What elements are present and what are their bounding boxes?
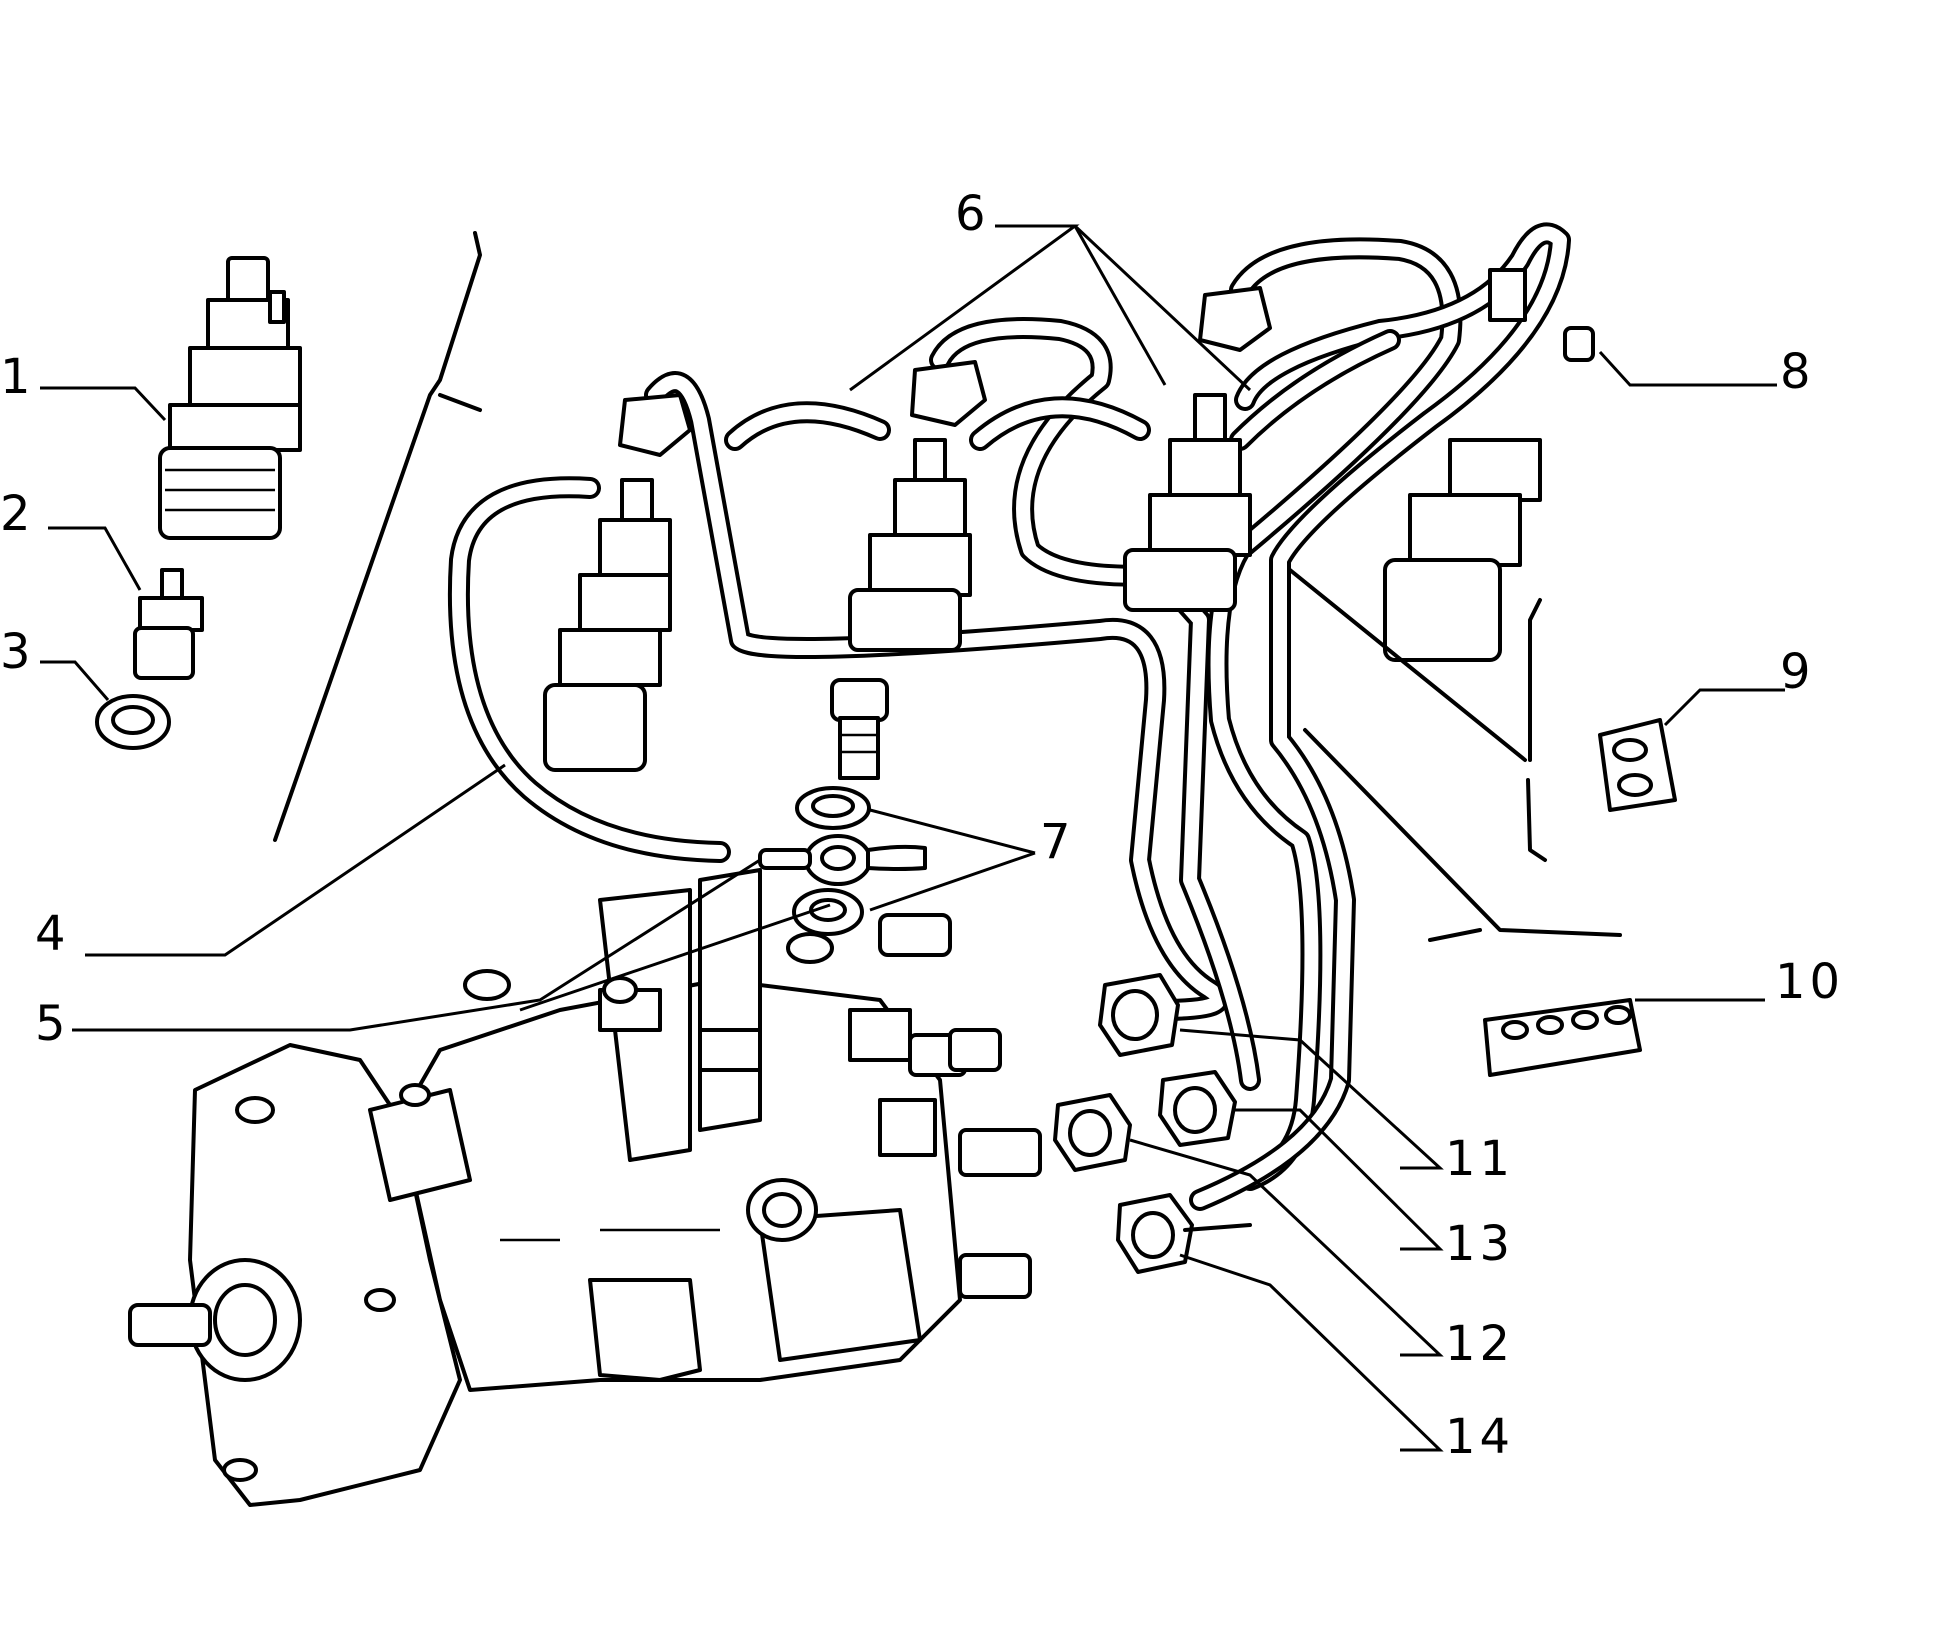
callout-3: 3 xyxy=(0,624,35,680)
callout-13: 13 xyxy=(1445,1216,1515,1272)
callout-7: 7 xyxy=(1040,814,1075,870)
installed-injector xyxy=(1383,268,1542,662)
part-14-union-nut xyxy=(1116,1193,1252,1274)
installed-injector xyxy=(1123,393,1252,612)
part-10-clamp-block xyxy=(1483,998,1642,1077)
pipe-union-nut xyxy=(618,286,1272,457)
callout-2: 2 xyxy=(0,486,35,542)
part-3-washer xyxy=(95,694,171,750)
injection-pump xyxy=(128,868,1042,1507)
callout-4: 4 xyxy=(35,906,70,962)
part-1-injector xyxy=(158,256,302,540)
callout-14: 14 xyxy=(1445,1409,1515,1465)
installed-injector xyxy=(543,478,672,772)
part-11-union-nut xyxy=(1098,973,1180,1057)
part-8-cap xyxy=(1563,326,1595,362)
part-7-seal-washers xyxy=(758,786,927,936)
callout-10: 10 xyxy=(1775,954,1845,1010)
grouping-bracket-lines xyxy=(273,231,1622,942)
part-13-union-nut xyxy=(1158,1070,1237,1147)
callout-11: 11 xyxy=(1445,1131,1515,1187)
installed-injector xyxy=(848,438,972,652)
callout-1: 1 xyxy=(0,349,35,405)
callout-9: 9 xyxy=(1780,644,1815,700)
callout-8: 8 xyxy=(1780,344,1815,400)
part-12-union-nut xyxy=(1053,1093,1132,1172)
fuel-pipes xyxy=(447,222,1571,1211)
part-2-nozzle xyxy=(133,568,204,680)
callout-5: 5 xyxy=(35,996,70,1052)
part-9-pipe-clamp xyxy=(1598,718,1677,812)
callout-6: 6 xyxy=(955,186,990,242)
callout-leader-lines xyxy=(40,224,1785,1452)
callout-12: 12 xyxy=(1445,1316,1515,1372)
banjo-bolt xyxy=(830,678,889,780)
